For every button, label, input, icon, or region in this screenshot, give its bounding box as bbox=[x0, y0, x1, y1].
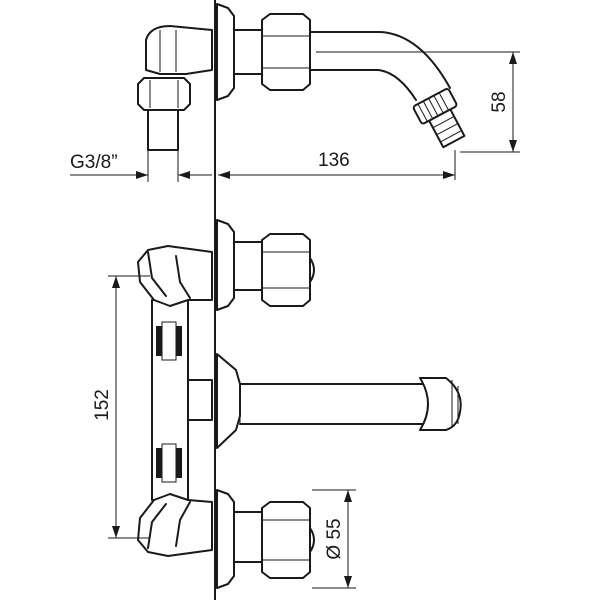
front-spout bbox=[239, 383, 449, 425]
side-pipe-stub bbox=[147, 109, 179, 151]
aerator bbox=[412, 88, 466, 149]
spout-drop-label: 58 bbox=[489, 91, 510, 112]
arrowhead-icon bbox=[509, 140, 517, 152]
side-view bbox=[137, 3, 466, 151]
arrowhead-icon bbox=[112, 276, 120, 288]
front-upper-flange bbox=[216, 219, 235, 311]
arrowhead-icon bbox=[178, 171, 190, 179]
handle-diameter-dimension: Ø 55 bbox=[312, 489, 356, 589]
side-handle bbox=[261, 13, 311, 91]
front-lower-elbow bbox=[137, 493, 213, 557]
side-hex-nut bbox=[137, 77, 191, 111]
front-lower-handle bbox=[261, 501, 311, 579]
arrowhead-icon bbox=[218, 171, 230, 179]
projection-label: 136 bbox=[318, 150, 350, 171]
center-distance-dimension: 152 bbox=[92, 275, 150, 539]
front-lower-flange bbox=[216, 489, 235, 589]
handle-diameter-label: Ø 55 bbox=[324, 518, 345, 559]
front-upper-handle bbox=[261, 233, 311, 307]
thread-label: G3/8” bbox=[70, 152, 118, 173]
arrowhead-icon bbox=[112, 526, 120, 538]
arrowhead-icon bbox=[509, 52, 517, 64]
center-distance-label: 152 bbox=[92, 389, 113, 421]
front-view bbox=[137, 219, 462, 589]
arrowhead-icon bbox=[443, 171, 455, 179]
side-elbow bbox=[145, 25, 213, 75]
spout-drop-dimension: 58 bbox=[316, 51, 520, 153]
arrowhead-icon bbox=[344, 576, 352, 588]
front-upper-elbow bbox=[137, 245, 213, 307]
thread-dimension: G3/8” bbox=[70, 150, 212, 182]
arrowhead-icon bbox=[136, 171, 148, 179]
side-flange bbox=[216, 3, 235, 101]
projection-dimension: 136 bbox=[218, 150, 456, 180]
front-aerator bbox=[419, 377, 462, 431]
arrowhead-icon bbox=[344, 490, 352, 502]
side-spout bbox=[309, 31, 451, 89]
front-spout-mount bbox=[216, 353, 241, 449]
side-collar bbox=[233, 29, 263, 75]
